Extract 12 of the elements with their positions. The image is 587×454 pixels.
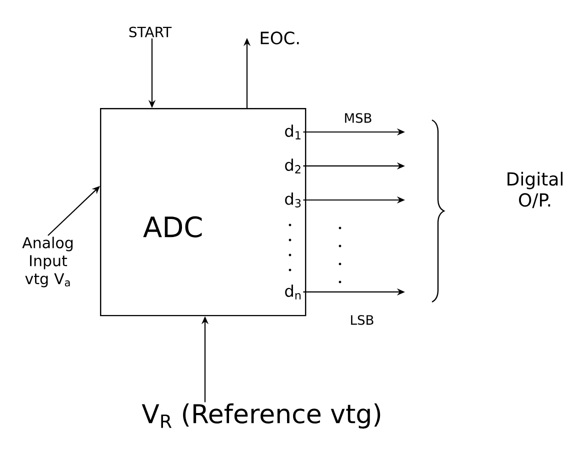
signal-label: START xyxy=(129,26,172,38)
signal-label: Analog Input vtg V$_{a}$ xyxy=(22,236,73,288)
output-label: Digital O/P. xyxy=(508,172,562,208)
signal-label: V$_{R}$ (Reference vtg) xyxy=(142,403,380,429)
pin-label: d$_{n}$ xyxy=(285,284,301,300)
pin-label: d$_{3}$ xyxy=(285,192,301,208)
signal-label: EOC. xyxy=(260,32,299,44)
edge-label: LSB xyxy=(348,314,376,326)
pin-label: d$_{2}$ xyxy=(285,158,300,174)
arrow xyxy=(48,186,100,236)
edge-label: MSB xyxy=(342,112,374,124)
pin-label: d$_{1}$ xyxy=(285,124,300,140)
